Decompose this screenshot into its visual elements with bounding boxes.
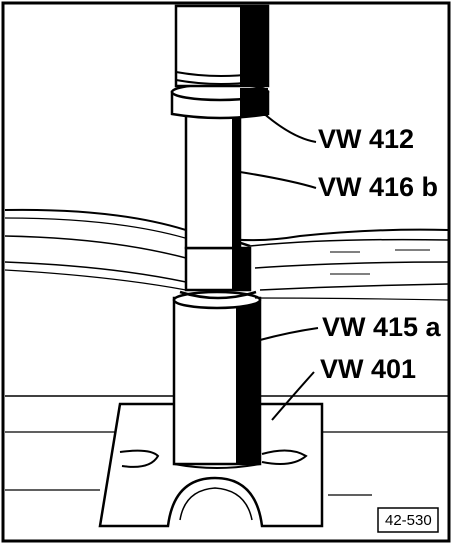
label-vw401: VW 401 — [320, 354, 416, 384]
leader-vw415a — [259, 327, 319, 341]
figure-id: 42-530 — [385, 512, 432, 529]
label-vw415a: VW 415 a — [322, 312, 442, 342]
leader-vw401 — [271, 371, 315, 421]
top-tube — [174, 4, 270, 88]
leader-vw412 — [261, 111, 317, 143]
leader-vw416b — [239, 171, 317, 189]
upper-shaft-vw416b — [184, 106, 242, 250]
leader-lines — [239, 111, 319, 421]
collar-vw412 — [170, 82, 270, 120]
label-vw416b: VW 416 b — [318, 172, 438, 202]
label-vw412: VW 412 — [318, 124, 414, 154]
lower-sleeve-vw415a — [172, 290, 262, 469]
figure-id-box: 42-530 — [377, 507, 439, 533]
